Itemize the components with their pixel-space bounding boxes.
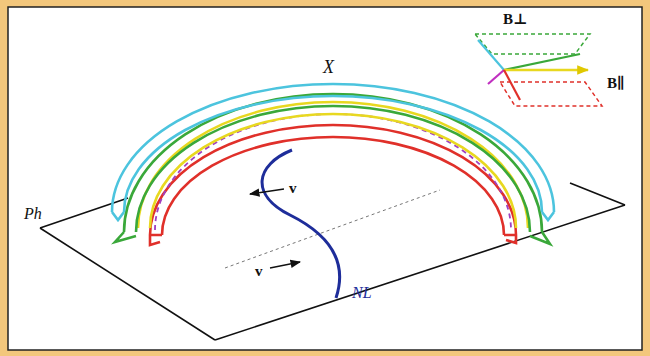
field-label: B⊥ xyxy=(503,12,527,27)
plane-edge xyxy=(570,183,625,205)
velocity-label: v xyxy=(255,264,263,279)
green-vector xyxy=(504,54,580,70)
plane-edge xyxy=(40,228,215,340)
perpendicular-plane xyxy=(475,34,590,54)
yellow-band xyxy=(138,102,528,228)
neutral-line-label: NL xyxy=(352,285,372,301)
plane-edge xyxy=(40,198,128,228)
green-band xyxy=(115,94,550,244)
neutral-line-axis xyxy=(225,190,440,268)
arcade-bands xyxy=(112,84,554,245)
plane-edge xyxy=(215,205,625,340)
parallel-plane xyxy=(500,82,602,106)
red-vector xyxy=(504,70,520,100)
inner-frame xyxy=(8,7,642,350)
field-vector-inset xyxy=(475,34,602,106)
cyan-vector xyxy=(478,40,504,70)
plane-label: Ph xyxy=(24,206,42,222)
yellow-vector xyxy=(504,69,588,71)
velocity-label: v xyxy=(289,181,297,196)
magenta-vector xyxy=(488,70,504,84)
velocity-arrow xyxy=(250,189,284,194)
cyan-band xyxy=(112,84,554,220)
field-label: B∥ xyxy=(607,76,625,91)
velocity-arrow xyxy=(270,262,300,268)
red-band xyxy=(150,125,516,245)
region-label: X xyxy=(323,58,334,76)
neutral-line-curve xyxy=(262,150,340,298)
